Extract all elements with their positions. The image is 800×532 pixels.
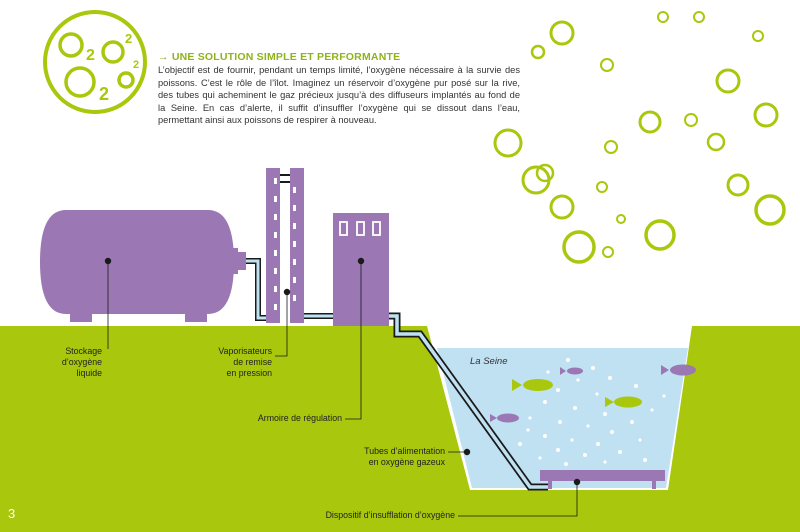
- section-heading: → UNE SOLUTION SIMPLE ET PERFORMANTE: [158, 51, 401, 63]
- riverbank-ground: [0, 326, 800, 532]
- intro-paragraph: L’objectif est de fournir, pendant un te…: [158, 65, 520, 126]
- label-vaporisateurs: Vaporisateurs de remise en pression: [180, 346, 272, 379]
- leader-lines: [104, 257, 581, 517]
- label-line: Tubes d’alimentation: [364, 446, 445, 456]
- fish-purple-3: [490, 413, 519, 423]
- logo-digit: 2: [99, 84, 109, 104]
- o2-logo: 2 2 2 2: [43, 10, 147, 114]
- fish-purple-1: [560, 367, 583, 375]
- fish-green-2: [605, 396, 642, 408]
- label-tubes: Tubes d’alimentation en oxygène gazeux: [300, 446, 445, 468]
- logo-digit: 2: [86, 47, 95, 64]
- label-line: d’oxygène: [61, 357, 102, 367]
- label-dispositif: Dispositif d’insufflation d’oxygène: [325, 510, 455, 520]
- river-label: La Seine: [470, 356, 508, 367]
- label-line: Stockage: [65, 346, 102, 356]
- label-line: Vaporisateurs: [218, 346, 272, 356]
- logo-digit: 2: [133, 59, 139, 71]
- oxygen-tank: [40, 210, 246, 322]
- label-line: liquide: [76, 368, 102, 378]
- fish-green-1: [512, 379, 553, 391]
- logo-digit: 2: [125, 31, 132, 46]
- label-line: de remise: [233, 357, 272, 367]
- label-stockage: Stockage d’oxygène liquide: [30, 346, 102, 379]
- oxygen-diffuser: [540, 470, 665, 489]
- vaporizer-towers: [266, 168, 304, 323]
- river-water: [437, 348, 688, 488]
- label-line: en pression: [226, 368, 272, 378]
- label-armoire: Armoire de régulation: [257, 413, 342, 423]
- fish-purple-2: [661, 364, 696, 376]
- label-line: en oxygène gazeux: [368, 457, 445, 467]
- oxygen-bubbles: [518, 358, 666, 466]
- page-number: 3: [8, 506, 16, 521]
- gas-pipes: [246, 258, 548, 491]
- decorative-bubbles: [493, 11, 786, 264]
